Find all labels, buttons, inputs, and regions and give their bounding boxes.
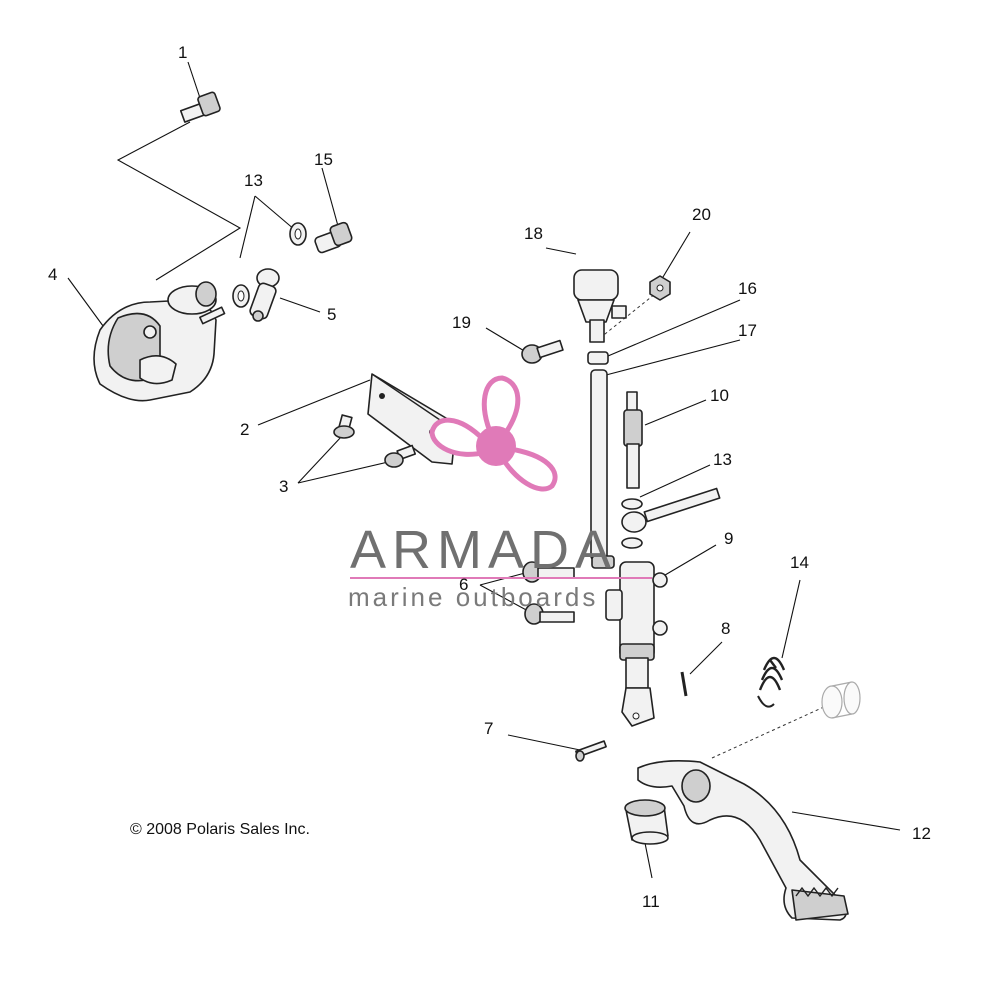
callout-16: 16 — [738, 279, 757, 298]
hose-clamp-part-16 — [587, 351, 609, 365]
master-cylinder-part-9 — [605, 561, 668, 727]
cotter-pin-part-8 — [680, 671, 688, 697]
bolt-part-1 — [179, 91, 221, 123]
callout-17: 17 — [738, 321, 757, 340]
callout-2: 2 — [240, 420, 249, 439]
callout-20: 20 — [692, 205, 711, 224]
callout-9: 9 — [724, 529, 733, 548]
brake-pedal-part-12 — [637, 760, 849, 921]
spring-part-14 — [757, 656, 786, 708]
callout-1: 1 — [178, 43, 187, 62]
nut-part-20 — [649, 275, 671, 301]
callout-15: 15 — [314, 150, 333, 169]
callout-13-upper: 13 — [244, 171, 263, 190]
callout-13-lower: 13 — [713, 450, 732, 469]
callout-18: 18 — [524, 224, 543, 243]
watermark: ARMADA marine outboards — [348, 375, 652, 612]
callout-6: 6 — [459, 575, 468, 594]
bolt-part-19 — [521, 339, 564, 364]
reservoir-part-18 — [573, 269, 627, 343]
banjo-fitting-part-5 — [249, 268, 280, 322]
propeller-logo-icon — [429, 375, 558, 492]
bushing-part-11 — [624, 799, 669, 845]
banjo-bolt-part-15 — [314, 221, 353, 254]
callout-19: 19 — [452, 313, 471, 332]
leader-lines — [67, 61, 901, 879]
watermark-tagline: marine outboards — [348, 582, 598, 612]
brake-switch-part-10 — [623, 391, 643, 489]
callout-7: 7 — [484, 719, 493, 738]
callout-12: 12 — [912, 824, 931, 843]
hose-part-17 — [590, 369, 615, 569]
watermark-brand: ARMADA — [350, 520, 617, 580]
callout-8: 8 — [721, 619, 730, 638]
callout-10: 10 — [710, 386, 729, 405]
bolt-part-3 — [333, 414, 417, 468]
callout-3: 3 — [279, 477, 288, 496]
callout-11: 11 — [642, 892, 660, 911]
clevis-pin-part-7 — [575, 740, 607, 762]
washer-part-13-lower — [621, 487, 721, 549]
brake-caliper-part-4 — [93, 281, 226, 402]
bushing-outline — [821, 681, 861, 719]
copyright-notice: © 2008 Polaris Sales Inc. — [130, 821, 310, 838]
callout-4: 4 — [48, 265, 57, 284]
washer-part-13-upper — [232, 222, 307, 308]
callout-labels: 1 2 3 4 5 6 7 8 9 10 11 12 13 13 14 15 1… — [48, 43, 931, 911]
callout-14: 14 — [790, 553, 809, 572]
callout-5: 5 — [327, 305, 336, 324]
